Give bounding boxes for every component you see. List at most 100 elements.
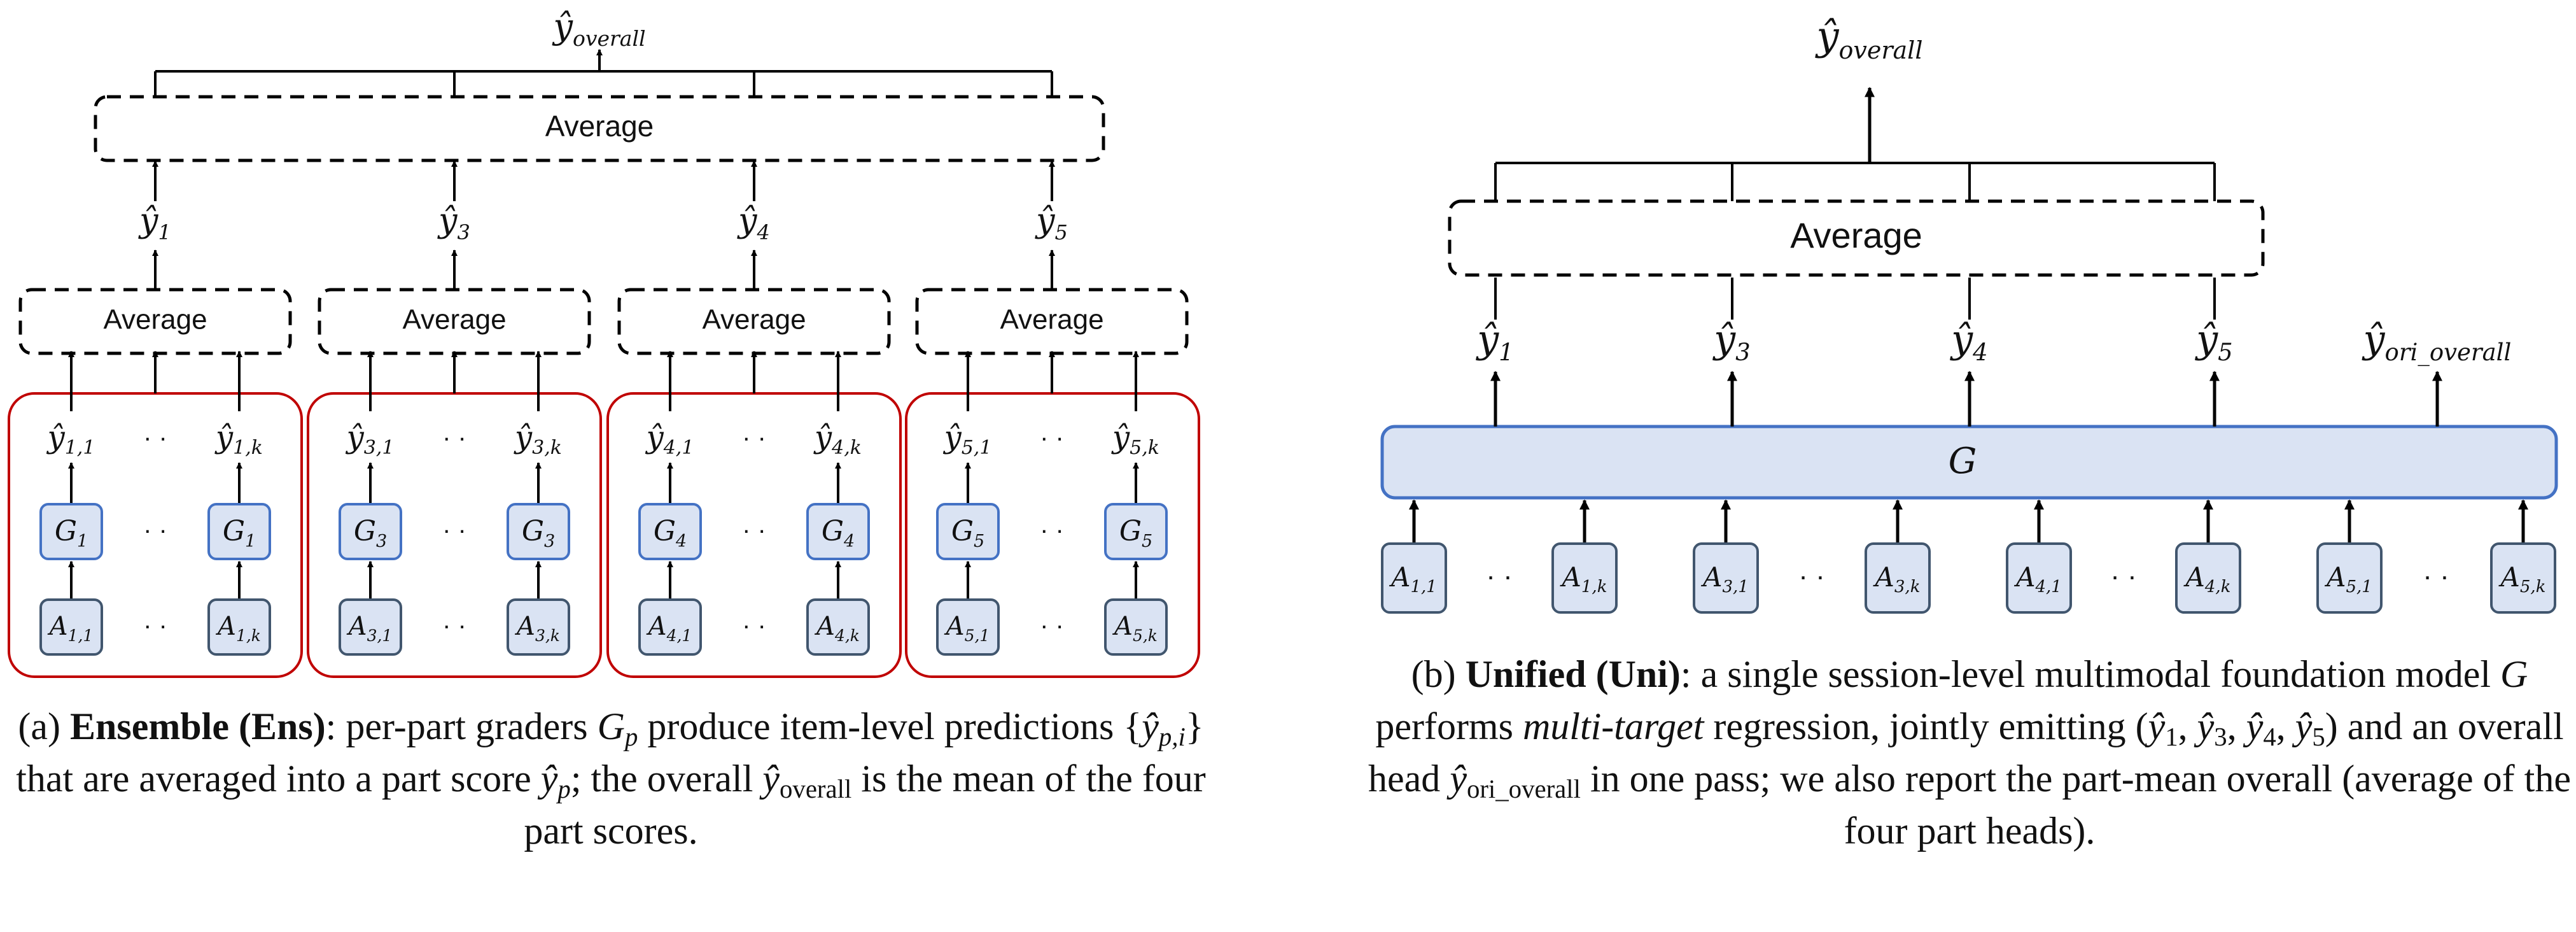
overall-pred-a: ŷoverall <box>552 6 645 51</box>
caption-a-text-2: produce item-level predictions <box>638 705 1124 747</box>
ellipsis-grader-5: · · <box>1040 516 1064 544</box>
input-node-a-5-1-label: A5,1 <box>944 612 990 645</box>
part-4-average-label: Average <box>702 304 806 335</box>
caption-b-math-g: G <box>2500 653 2528 695</box>
part-head-5: ŷ5 <box>2194 317 2232 366</box>
input-node-a-1-1-label: A1,1 <box>47 612 94 645</box>
caption-a-text-3: that are averaged into a part score <box>16 758 541 800</box>
grader-node-g5-1-box <box>936 503 1000 560</box>
grader-node-g4-k-box <box>806 503 870 560</box>
grader-node-g1-k: G1 <box>207 503 271 560</box>
ellipsis-b-4: · · <box>2423 561 2449 592</box>
input-node-b-3-k: A3,k <box>1865 542 1931 614</box>
input-node-a-1-1-box <box>39 598 103 656</box>
grader-node-g4-1-label: G4 <box>654 515 687 551</box>
grader-node-g4-1-box <box>638 503 702 560</box>
input-node-b-3-1-label: A3,1 <box>1700 561 1749 597</box>
input-node-a-5-k-label: A5,k <box>1112 612 1158 645</box>
ellipsis-grader-1: · · <box>143 516 167 544</box>
caption-a-math-set: {ŷp,i} <box>1123 705 1204 752</box>
caption-b-text-4: regression, jointly emitting ( <box>1704 705 2148 747</box>
input-node-b-4-1-box <box>2006 542 2072 614</box>
input-node-a-5-1-box <box>936 598 1000 656</box>
grader-node-g5-k-label: G5 <box>1119 515 1152 551</box>
input-node-a-3-1-label: A3,1 <box>346 612 393 645</box>
grader-node-g3-k-label: G3 <box>522 515 555 551</box>
caption-a-text-1: : per-part graders <box>325 705 598 747</box>
ellipsis-grader-4: · · <box>742 516 766 544</box>
input-node-a-4-1-box <box>638 598 702 656</box>
input-node-b-5-1-label: A5,1 <box>2324 561 2372 597</box>
grader-node-g1-k-box <box>207 503 271 560</box>
caption-b-text-3: multi-target <box>1522 705 1704 747</box>
ellipsis-b-1: · · <box>1486 561 1513 592</box>
grader-node-g5-k: G5 <box>1104 503 1168 560</box>
grader-node-g1-1-box <box>39 503 103 560</box>
input-node-b-3-k-box <box>1865 542 1931 614</box>
grader-node-g5-1: G5 <box>936 503 1000 560</box>
part-score-4: ŷ4 <box>737 202 770 244</box>
caption-b-text-5: ) and an overall head <box>1368 705 2564 800</box>
input-node-a-1-k: A1,k <box>207 598 271 656</box>
ellipsis-input-3: · · <box>442 612 466 640</box>
ellipsis-pred-4: · · <box>742 424 766 452</box>
caption-b-label: (b) <box>1411 653 1456 695</box>
input-node-b-3-1: A3,1 <box>1693 542 1759 614</box>
input-node-b-5-k-label: A5,k <box>2498 561 2546 597</box>
input-node-b-1-1-label: A1,1 <box>1389 561 1437 597</box>
part-5-average-label: Average <box>1000 304 1103 335</box>
input-node-a-3-k-label: A3,k <box>514 612 560 645</box>
item-pred-5-1: ŷ5,1 <box>943 420 992 460</box>
item-pred-1-1: ŷ1,1 <box>46 420 95 460</box>
input-node-b-4-k: A4,k <box>2175 542 2241 614</box>
input-node-b-4-k-box <box>2175 542 2241 614</box>
grader-node-g4-1: G4 <box>638 503 702 560</box>
unified-average-label: Average <box>1790 215 1922 255</box>
ellipsis-b-2: · · <box>1798 561 1825 592</box>
input-node-a-1-1: A1,1 <box>39 598 103 656</box>
input-node-b-4-1-label: A4,1 <box>2013 561 2062 597</box>
input-node-b-3-1-box <box>1693 542 1759 614</box>
item-pred-5-k: ŷ5,k <box>1111 420 1159 460</box>
grader-node-g3-1: G3 <box>339 503 402 560</box>
input-node-a-4-1: A4,1 <box>638 598 702 656</box>
grader-node-g3-1-box <box>339 503 402 560</box>
part-score-5: ŷ5 <box>1035 202 1068 244</box>
caption-b-text-6: in one pass; we also report the part-mea… <box>1580 758 2571 852</box>
input-node-a-4-k: A4,k <box>806 598 870 656</box>
input-node-a-4-k-label: A4,k <box>814 612 860 645</box>
caption-b-math-yori: ŷori_overall <box>1450 758 1581 804</box>
ellipsis-pred-1: · · <box>143 424 167 452</box>
input-node-a-3-k-box <box>507 598 570 656</box>
input-node-b-1-1: A1,1 <box>1381 542 1447 614</box>
input-node-a-1-k-box <box>207 598 271 656</box>
item-pred-3-1: ŷ3,1 <box>346 420 395 460</box>
input-node-a-3-1-box <box>339 598 402 656</box>
caption-b-math-tuple: ŷ1, ŷ3, ŷ4, ŷ5 <box>2148 705 2325 752</box>
part-head-3: ŷ3 <box>1712 317 1750 366</box>
ellipsis-input-1: · · <box>143 612 167 640</box>
grader-node-g3-k: G3 <box>507 503 570 560</box>
grader-node-g4-k-label: G4 <box>822 515 855 551</box>
caption-unified: (b) Unified (Uni): a single session-leve… <box>1368 648 2571 857</box>
caption-a-math-gp: Gp <box>597 705 638 752</box>
input-node-a-4-1-label: A4,1 <box>646 612 692 645</box>
part-head-1: ŷ1 <box>1475 317 1513 366</box>
ellipsis-b-3: · · <box>2110 561 2137 592</box>
grader-node-g5-k-box <box>1104 503 1168 560</box>
input-node-b-1-k: A1,k <box>1551 542 1618 614</box>
item-pred-4-k: ŷ4,k <box>813 420 862 460</box>
caption-b-name: Unified (Uni) <box>1465 653 1681 695</box>
grader-node-g3-1-label: G3 <box>354 515 387 551</box>
part-score-1: ŷ1 <box>138 202 171 244</box>
ellipsis-input-4: · · <box>742 612 766 640</box>
input-node-b-1-k-box <box>1551 542 1618 614</box>
grader-node-g3-k-box <box>507 503 570 560</box>
input-node-a-3-k: A3,k <box>507 598 570 656</box>
